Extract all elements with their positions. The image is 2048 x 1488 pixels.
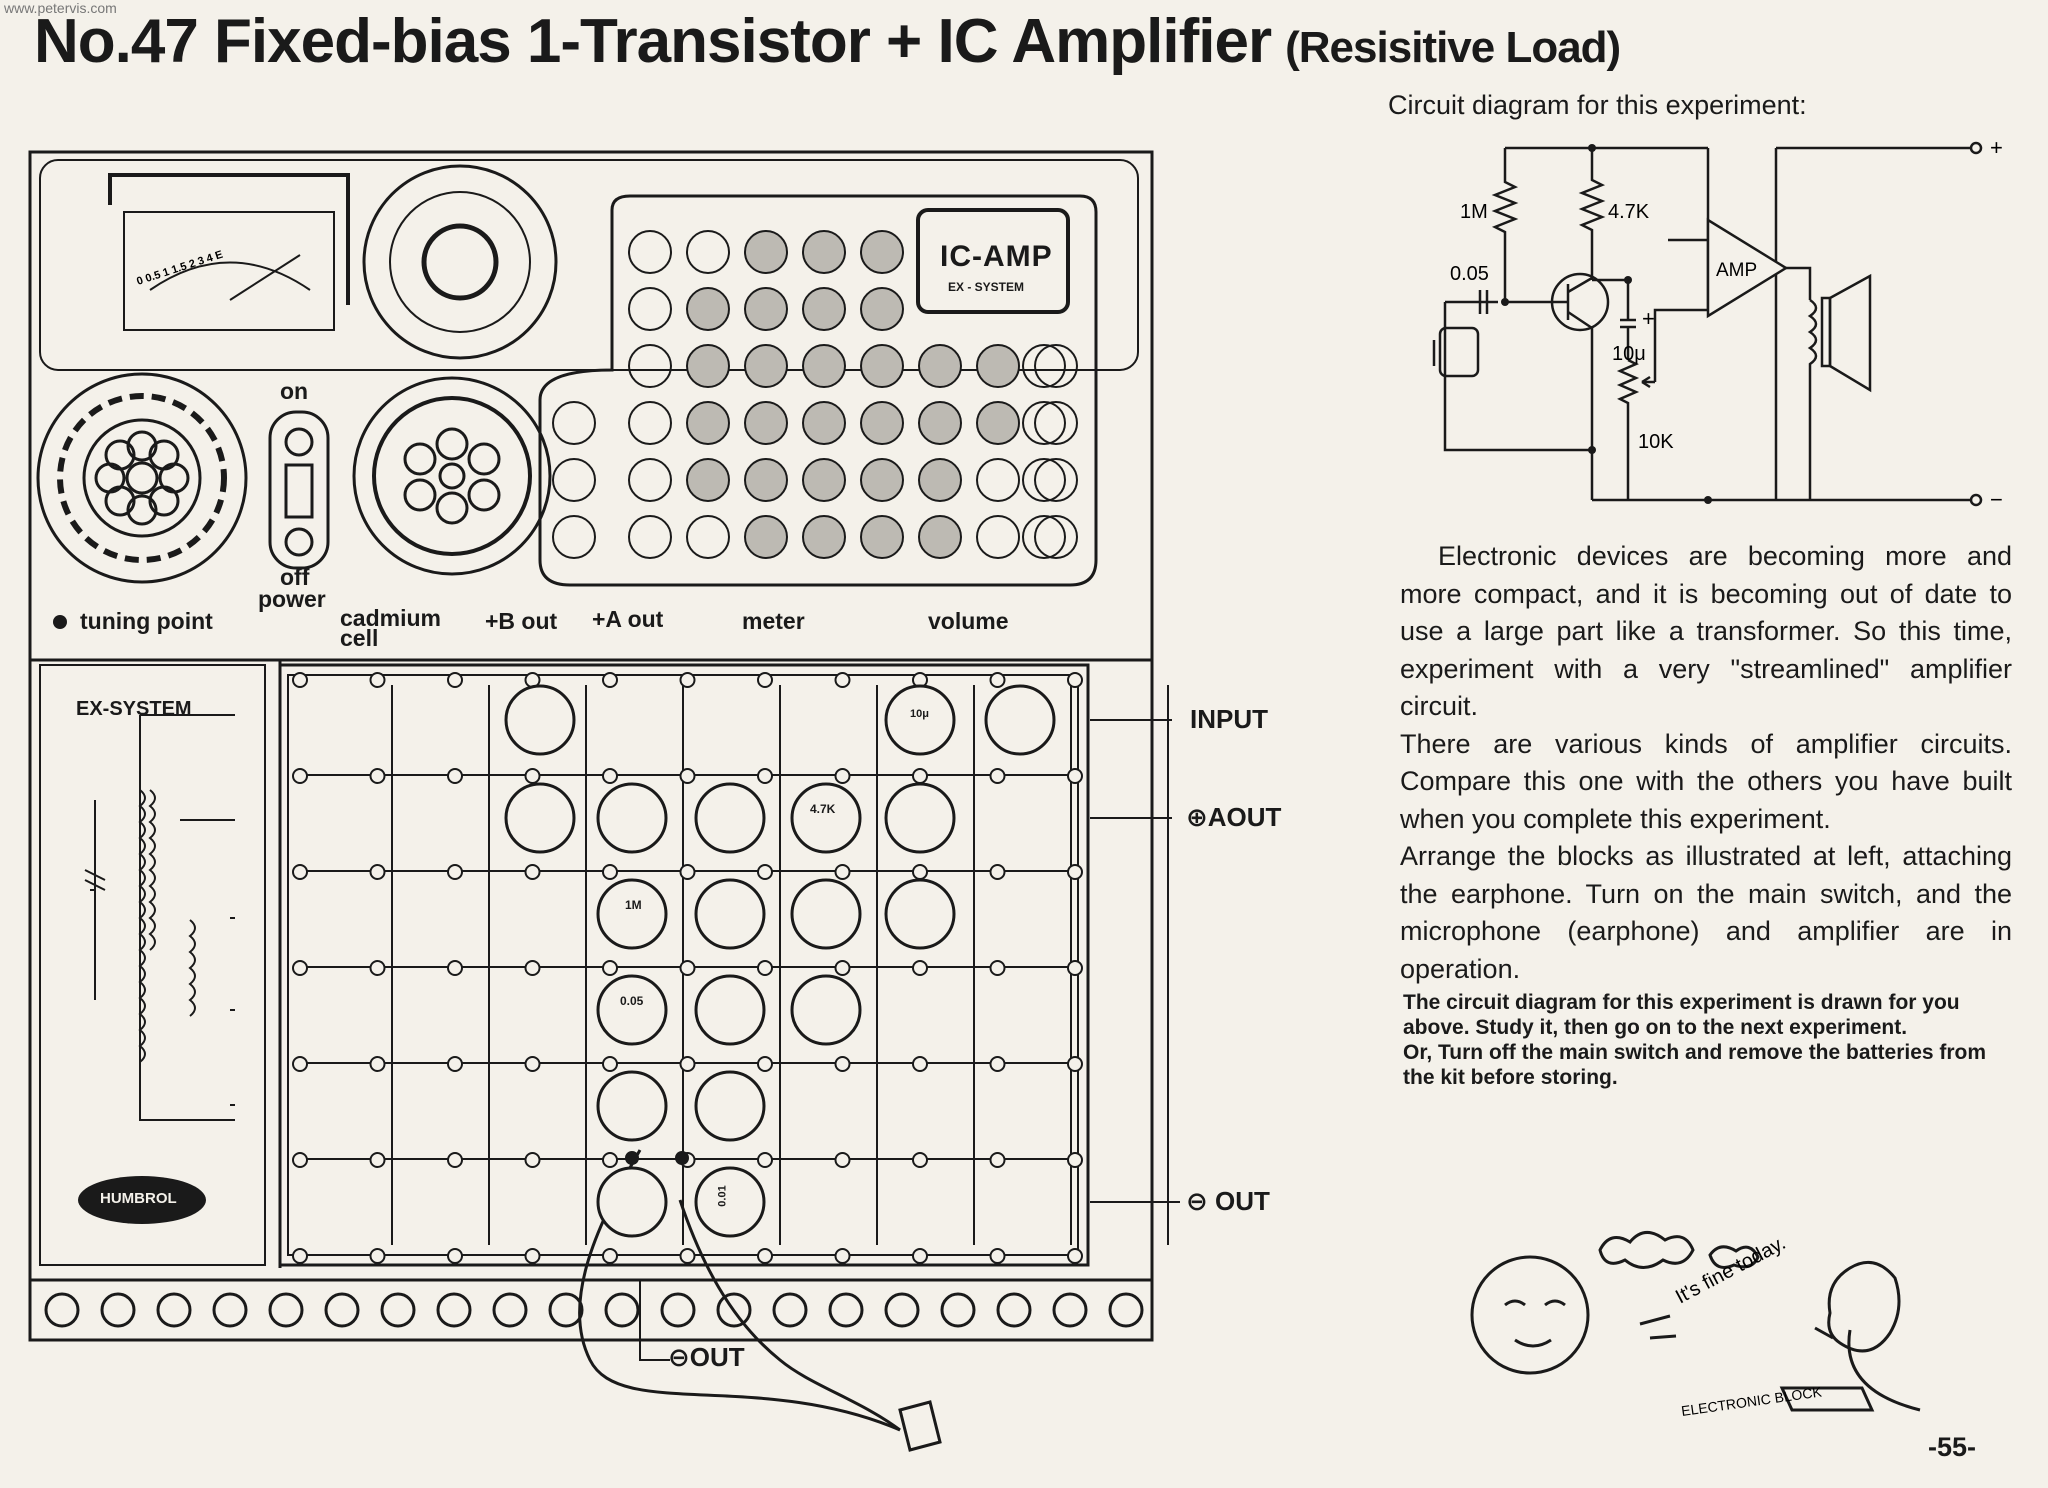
- circuit-r1: 1M: [1460, 201, 1488, 223]
- humbrol-logo-text: HUMBROL: [100, 1190, 177, 1207]
- page-number: -55-: [1928, 1432, 1977, 1462]
- tuning-point-dot: [53, 615, 67, 629]
- circuit-amp: AMP: [1716, 260, 1757, 281]
- watermark: www.petervis.com: [4, 0, 117, 16]
- circuit-diagram: + − 1M 4.7K 0.05 10μ + 10K AMP: [1432, 135, 2003, 512]
- power-label: power: [258, 586, 326, 612]
- switch-on-label: on: [280, 378, 309, 404]
- block-cap-001: 0.01: [716, 1185, 729, 1207]
- out-label: ⊖ OUT: [1186, 1186, 1270, 1216]
- paragraph-compare: There are various kinds of amplifier cir…: [1400, 728, 2012, 834]
- body-text: Electronic devices are becoming more and…: [1400, 538, 2012, 988]
- note-or: Or,: [1403, 1041, 1433, 1064]
- paragraph-intro: Electronic devices are becoming more and…: [1400, 541, 2012, 721]
- terminal-cadmium-cell: cadmium cell: [340, 605, 441, 651]
- tuning-point-label: tuning point: [80, 608, 213, 634]
- ic-amp-plate-sub: EX - SYSTEM: [948, 280, 1025, 294]
- ex-system-label: EX-SYSTEM: [76, 698, 192, 720]
- circuit-minus: −: [1990, 487, 2003, 512]
- circuit-c1: 0.05: [1450, 263, 1489, 285]
- title-main: No.47 Fixed-bias 1-Transistor + IC Ampli…: [34, 7, 1272, 76]
- aout-label: ⊕AOUT: [1186, 802, 1282, 832]
- kit-illustration: 0 0.5 1 1.5 2 3 4 E: [28, 150, 1180, 1452]
- circuit-pot: 10K: [1638, 431, 1674, 453]
- title-subtitle: (Resisitive Load): [1285, 23, 1621, 72]
- block-res-47k: 4.7K: [810, 802, 836, 816]
- meter-scale: 0 0.5 1 1.5 2 3 4 E: [135, 249, 224, 288]
- block-res-1m: 1M: [625, 898, 642, 912]
- ic-amp-plate: IC-AMP: [940, 240, 1053, 273]
- input-label: INPUT: [1190, 704, 1268, 734]
- page-title: No.47 Fixed-bias 1-Transistor + IC Ampli…: [34, 6, 1621, 77]
- circuit-r2: 4.7K: [1608, 201, 1650, 223]
- terminal-meter: meter: [742, 608, 805, 634]
- terminal-b-out: +B out: [485, 608, 558, 634]
- terminal-volume: volume: [928, 608, 1009, 634]
- humbrol-logo: [78, 1176, 206, 1224]
- circuit-c2: 10μ: [1612, 343, 1646, 365]
- note-text: The circuit diagram for this experiment …: [1403, 990, 2013, 1090]
- switch-off-label: off: [280, 564, 310, 590]
- circuit-c2-pol: +: [1642, 306, 1655, 331]
- note-study: The circuit diagram for this experiment …: [1403, 991, 1960, 1039]
- terminal-a-out: +A out: [592, 606, 664, 632]
- block-cap-10u: 10μ: [910, 708, 929, 720]
- circuit-plus: +: [1990, 135, 2003, 160]
- paragraph-instructions: Arrange the blocks as illustrated at lef…: [1400, 841, 2012, 984]
- note-store: Turn off the main switch and remove the …: [1403, 1041, 1987, 1089]
- block-cap-005: 0.05: [620, 994, 644, 1008]
- cartoon-illustration: It's fine today. ELECTRONIC BLOCK: [1470, 1231, 1921, 1419]
- bottom-out-label: ⊖OUT: [668, 1342, 745, 1372]
- cartoon-sign: ELECTRONIC BLOCK: [1680, 1383, 1823, 1419]
- circuit-caption: Circuit diagram for this experiment:: [1388, 90, 1807, 120]
